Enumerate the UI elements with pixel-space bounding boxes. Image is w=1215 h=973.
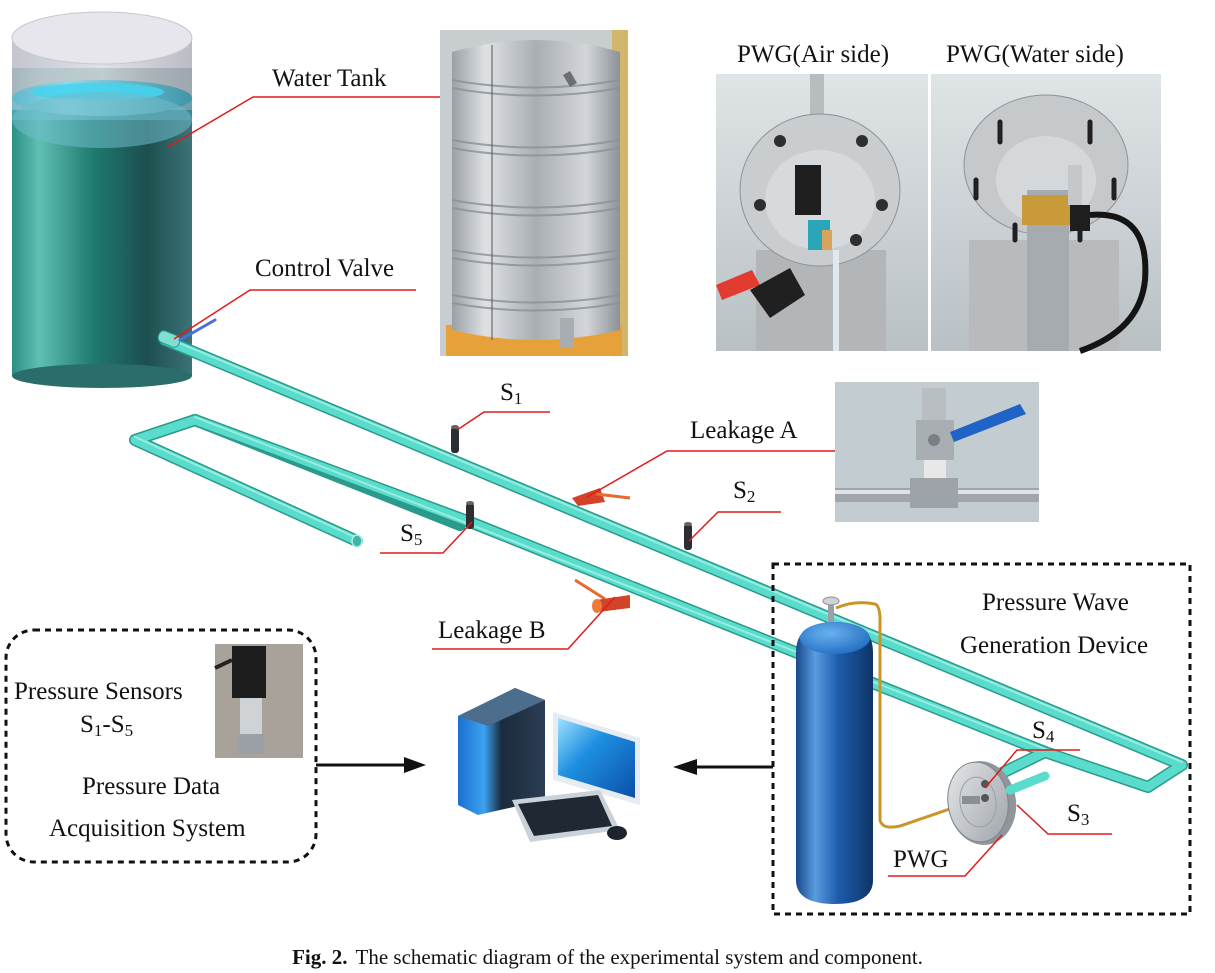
label-leakage-b: Leakage B [438,617,546,644]
leak-valve-b [574,578,630,613]
leader-s1 [456,411,550,431]
pressure-data-acquisition-box [4,628,318,864]
label-sensor-range: S1-S5 [80,711,134,740]
leakage-valve-photo [835,382,1039,522]
leader-s2 [688,511,781,542]
caption-prefix: Fig. 2. [292,945,348,969]
leader-leakage-a [586,450,838,498]
label-daq-line1: Pressure Data [82,773,221,800]
sensor-probe-s1 [451,425,459,453]
caption-text: The schematic diagram of the experimenta… [355,945,923,969]
gas-cylinder [796,596,873,904]
leader-s3 [1016,804,1112,835]
label-daq-line2: Acquisition System [49,815,246,842]
label-pressure-wave-line2: Generation Device [960,632,1149,659]
leader-s5 [380,521,473,554]
leader-pwg [888,834,1003,877]
label-sensor-s1: S1 [500,379,523,408]
leak-valve-a [572,488,631,506]
sensor-probe-s2 [684,522,692,550]
pwg-flange [947,761,1050,845]
label-pressure-wave-line1: Pressure Wave [982,589,1129,616]
label-pwg: PWG [893,846,949,873]
leader-leakage-b [432,596,616,650]
arrow-daq-to-computer [316,757,426,773]
water-tank-model [11,11,193,388]
computer-icon [458,688,640,842]
label-pwg-air-side: PWG(Air side) [737,41,890,68]
label-sensor-s3: S3 [1067,800,1090,829]
pwg-air-side-photo [716,74,928,351]
leader-water-tank [167,96,440,148]
leader-s4 [984,749,1080,789]
water-tank-photo [440,30,628,356]
label-control-valve: Control Valve [255,255,395,282]
label-sensor-s4: S4 [1032,717,1055,746]
air-tube [835,601,971,829]
label-pwg-water-side: PWG(Water side) [946,41,1124,68]
arrow-device-to-computer [673,759,773,775]
leader-control-valve [173,289,416,340]
sensor-probes [451,425,692,550]
pressure-sensor-photo [214,644,303,758]
label-sensor-s2: S2 [733,477,756,506]
leader-lines [167,96,1112,877]
label-pressure-sensors: Pressure Sensors [14,678,183,705]
label-sensor-s5: S5 [400,520,423,549]
figure-caption: Fig. 2. The schematic diagram of the expe… [0,945,1215,970]
label-leakage-a: Leakage A [690,417,798,444]
pressure-wave-device-box [771,562,1192,916]
pwg-water-side-photo [931,74,1161,354]
label-water-tank: Water Tank [272,65,387,92]
